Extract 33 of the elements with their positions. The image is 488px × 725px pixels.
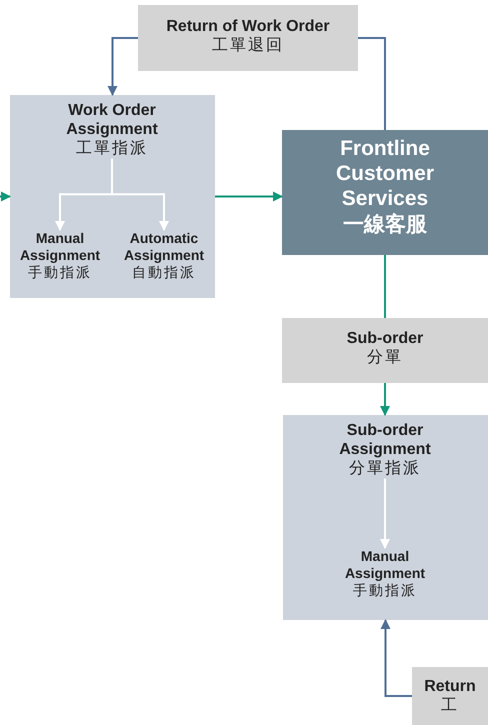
- node-subtitle: 手動指派: [353, 582, 417, 598]
- process-box: [282, 318, 488, 383]
- node-subtitle: 工單退回: [212, 36, 284, 56]
- highlight-box: [282, 130, 488, 255]
- arrow: [380, 619, 412, 697]
- process-box: [412, 667, 488, 725]
- process-box: [138, 5, 358, 71]
- connector-line: [384, 255, 386, 318]
- node-title: Work Order Assignment: [65, 101, 159, 140]
- connector-line: [358, 37, 386, 130]
- arrow: [0, 192, 11, 202]
- node-subtitle: 分單指派: [349, 459, 421, 479]
- arrow: [108, 37, 138, 96]
- node-title: Return: [424, 677, 476, 696]
- node-subtitle: 工單指派: [76, 139, 148, 159]
- node-subtitle: 分單: [367, 348, 403, 368]
- node-title: Manual Assignment: [18, 230, 102, 264]
- node-title: Sub-order: [346, 329, 424, 348]
- node-subtitle: 工: [441, 696, 459, 716]
- group-panel: [10, 95, 215, 298]
- node-subtitle: 一線客服: [343, 212, 427, 237]
- arrow: [111, 158, 169, 231]
- node-title: Return of Work Order: [166, 17, 330, 36]
- node-title: Frontline Customer Services: [334, 136, 436, 212]
- node-subtitle: 手動指派: [28, 264, 92, 280]
- node-title: Sub-order Assignment: [338, 421, 432, 460]
- node-title: Automatic Assignment: [122, 230, 206, 264]
- group-panel: [283, 415, 488, 620]
- arrow: [380, 383, 390, 416]
- arrow: [215, 192, 283, 202]
- arrow: [380, 478, 390, 549]
- node-title: Manual Assignment: [344, 548, 426, 582]
- node-subtitle: 自動指派: [132, 264, 196, 280]
